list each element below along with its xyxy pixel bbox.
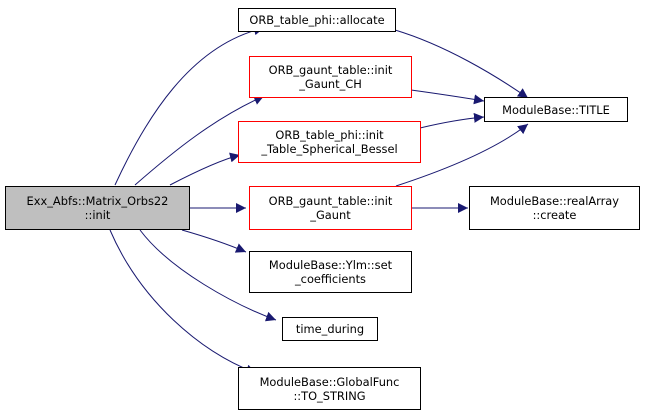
node-line: ModuleBase::realArray: [489, 194, 620, 208]
node-line: _Gaunt: [310, 208, 351, 222]
node-line: ::create: [532, 208, 577, 222]
edge-init-table-sb-to-title: [419, 112, 485, 129]
node-line: ORB_table_phi::allocate: [249, 13, 385, 27]
node-orb-gaunt-table-init-gaunt[interactable]: ORB_gaunt_table::init _Gaunt: [249, 186, 412, 230]
edge-root-to-init-gaunt-ch: [134, 95, 265, 186]
node-line: ModuleBase::Ylm::set: [268, 258, 393, 272]
edge-root-to-init-table-sb: [169, 152, 241, 186]
node-line: ORB_gaunt_table::init: [268, 63, 393, 77]
node-line: ::init: [84, 208, 111, 222]
edge-root-to-to-string: [109, 229, 257, 375]
node-modulebase-globalfunc-to-string[interactable]: ModuleBase::GlobalFunc ::TO_STRING: [238, 367, 421, 410]
node-line: _coefficients: [294, 272, 366, 286]
edge-init-gaunt-ch-to-title: [410, 89, 485, 105]
edge-root-to-set-coefficients: [181, 229, 247, 253]
node-line: Exx_Abfs::Matrix_Orbs22: [26, 194, 169, 208]
node-line: ModuleBase::GlobalFunc: [259, 374, 400, 389]
node-line: _Gaunt_CH: [299, 77, 362, 91]
node-line: ORB_table_phi::init: [275, 128, 384, 142]
node-line: ModuleBase::TITLE: [502, 102, 610, 117]
node-modulebase-title[interactable]: ModuleBase::TITLE: [484, 97, 628, 122]
node-line: _Table_Spherical_Bessel: [261, 142, 398, 156]
node-orb-table-phi-allocate[interactable]: ORB_table_phi::allocate: [238, 8, 396, 32]
node-time-during[interactable]: time_during: [282, 317, 378, 341]
edge-init-gaunt-to-title: [395, 123, 529, 187]
node-orb-table-phi-init-table-spherical-bessel[interactable]: ORB_table_phi::init _Table_Spherical_Bes…: [238, 121, 421, 163]
node-modulebase-ylm-set-coefficients[interactable]: ModuleBase::Ylm::set _coefficients: [249, 251, 412, 293]
node-line: time_during: [295, 322, 365, 336]
node-orb-gaunt-table-init-gaunt-ch[interactable]: ORB_gaunt_table::init _Gaunt_CH: [249, 56, 412, 98]
node-line: ORB_gaunt_table::init: [268, 194, 393, 208]
edge-root-to-allocate: [114, 25, 265, 186]
node-line: ::TO_STRING: [293, 388, 366, 403]
node-modulebase-realarray-create[interactable]: ModuleBase::realArray ::create: [469, 186, 640, 230]
root-node-matrix-orbs22-init: Exx_Abfs::Matrix_Orbs22 ::init: [5, 186, 190, 230]
edge-root-to-time-during: [139, 229, 277, 322]
edge-allocate-to-title: [394, 29, 529, 99]
